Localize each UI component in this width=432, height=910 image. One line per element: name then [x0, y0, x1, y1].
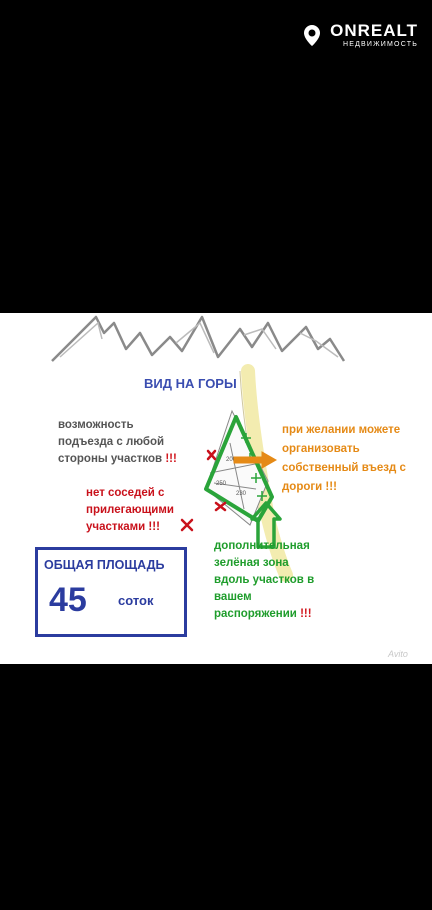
plot-label: 200: [226, 457, 237, 463]
listing-image[interactable]: 200 250 230 ВИД НА ГОРЫ возможность подъ…: [0, 313, 432, 664]
total-area-unit: соток: [118, 593, 154, 608]
green-zone-note: дополнительная зелёная зона вдоль участк…: [214, 540, 315, 620]
location-pin-icon: [304, 25, 321, 46]
mountains-sketch: [51, 315, 346, 362]
total-area-box: ОБЩАЯ ПЛОЩАДЬ 45 соток: [35, 547, 187, 637]
green-arrow: [250, 501, 282, 549]
plot-label: 250: [216, 481, 227, 487]
mountain-view-label: ВИД НА ГОРЫ: [144, 376, 237, 391]
access-note: возможность подъезда с любой стороны уча…: [58, 419, 177, 465]
plot-label: 230: [236, 491, 247, 497]
logo-title: ONREALT: [330, 21, 418, 40]
road: [241, 364, 293, 582]
logo-subtitle: НЕДВИЖИМОСТЬ: [342, 41, 418, 48]
total-area-value: 45: [49, 581, 87, 619]
own-entry-note: при желании можете организовать собствен…: [282, 424, 406, 493]
no-neighbors-note: нет соседей с прилегающими участками !!!: [86, 487, 174, 533]
total-area-title: ОБЩАЯ ПЛОЩАДЬ: [44, 558, 165, 572]
orange-arrow: [233, 451, 278, 469]
onrealt-logo: ONREALT НЕДВИЖИМОСТЬ: [300, 22, 418, 48]
avito-watermark: Avito: [388, 649, 408, 659]
plot-scheme: 200 250 230: [51, 315, 346, 582]
red-crosses: [180, 449, 227, 532]
